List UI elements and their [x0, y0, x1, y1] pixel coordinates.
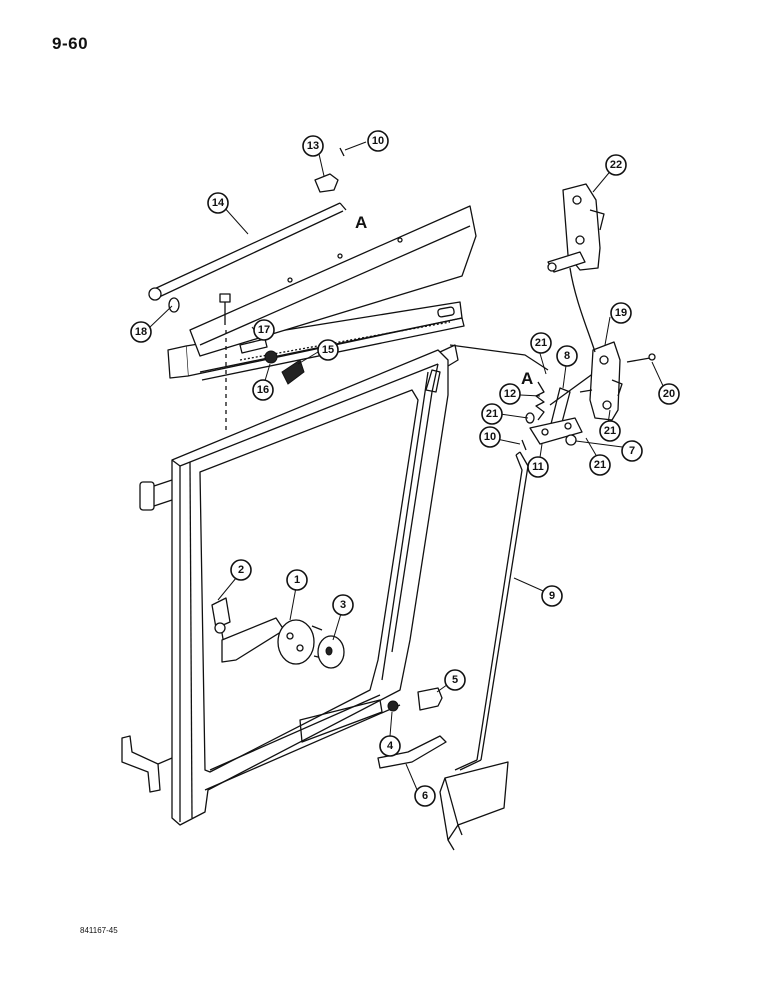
callout-label: 17 [258, 324, 270, 336]
latch-linkage [449, 344, 599, 451]
callout-2: 2 [230, 559, 252, 581]
callout-21-a: 21 [530, 332, 552, 354]
callout-label: 22 [610, 159, 622, 171]
callout-label: 16 [257, 384, 269, 396]
rod-14 [148, 202, 347, 301]
callout-label: 14 [212, 197, 225, 209]
callout-5: 5 [444, 669, 466, 691]
handle-assembly [211, 597, 345, 669]
latch-19 [579, 341, 656, 421]
callout-4: 4 [379, 735, 401, 757]
washer-18 [168, 297, 180, 313]
callout-16: 16 [252, 379, 274, 401]
page-number: 9-60 [52, 34, 89, 53]
callout-15: 15 [317, 339, 339, 361]
callout-20: 20 [658, 383, 680, 405]
pin-10-upper [339, 147, 345, 157]
callout-label: 4 [387, 740, 394, 752]
spring-12 [535, 381, 545, 421]
figure-id: 841167-45 [80, 926, 118, 935]
callout-label: 13 [307, 140, 319, 152]
callout-21-c: 21 [599, 420, 621, 442]
callout-label: 21 [535, 337, 547, 349]
callout-label: 10 [372, 135, 384, 147]
callout-label: 21 [486, 408, 498, 420]
callout-17: 17 [253, 319, 275, 341]
callout-label: 5 [452, 674, 458, 686]
callout-label: 18 [135, 326, 147, 338]
callout-14: 14 [207, 192, 229, 214]
rod-9 [454, 451, 529, 771]
callout-label: 10 [484, 431, 496, 443]
door-frame [121, 344, 459, 826]
callout-13: 13 [302, 135, 324, 157]
callout-18: 18 [130, 321, 152, 343]
callout-label: 6 [422, 790, 428, 802]
callout-12: 12 [499, 383, 521, 405]
callout-label: 7 [629, 445, 635, 457]
callout-label: 20 [663, 388, 675, 400]
callout-label: 8 [564, 350, 570, 362]
callout-label: 12 [504, 388, 516, 400]
callout-label: 11 [532, 461, 544, 473]
callout-label: 19 [615, 307, 627, 319]
callout-label: 1 [294, 574, 300, 586]
callout-10-upper: 10 [367, 130, 389, 152]
reference-mark-a-lower: A [521, 369, 533, 388]
callout-9: 9 [541, 585, 563, 607]
callout-8: 8 [556, 345, 578, 367]
callout-label: 15 [322, 344, 334, 356]
callout-21-b: 21 [481, 403, 503, 425]
latch-22 [547, 183, 605, 353]
callout-1: 1 [286, 569, 308, 591]
rain-channel [189, 205, 477, 357]
callout-21-d: 21 [589, 454, 611, 476]
callout-6: 6 [414, 785, 436, 807]
reference-mark-a-upper: A [355, 213, 367, 232]
callout-label: 21 [594, 459, 606, 471]
clip-13 [314, 173, 339, 193]
callout-22: 22 [605, 154, 627, 176]
nut-16 [264, 350, 278, 364]
callout-3: 3 [332, 594, 354, 616]
callout-10-lower: 10 [479, 426, 501, 448]
callout-19: 19 [610, 302, 632, 324]
callout-label: 9 [549, 590, 555, 602]
callout-11: 11 [527, 456, 549, 478]
lower-brackets [377, 687, 509, 851]
callout-label: 2 [238, 564, 244, 576]
callout-label: 3 [340, 599, 346, 611]
knob-15 [281, 359, 305, 385]
callout-7: 7 [621, 440, 643, 462]
bolt-17 [219, 293, 268, 354]
callout-label: 21 [604, 425, 616, 437]
